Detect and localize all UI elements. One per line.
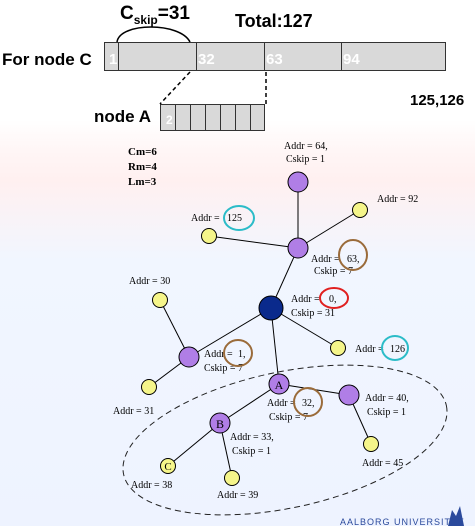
edge <box>167 422 221 467</box>
router-node-40 <box>338 384 360 406</box>
bar-divider-63 <box>264 43 265 70</box>
cskip-label-63: Cskip = 7 <box>314 266 353 277</box>
bar-divider-1 <box>118 43 119 70</box>
addr-value-125: 125 <box>227 213 242 224</box>
param-lm: Lm=3 <box>128 176 157 188</box>
bar-label-1: 1 <box>109 51 118 68</box>
end-device-node-30 <box>152 292 168 308</box>
addr-value-0: 0, <box>329 294 337 305</box>
a-cell-divider <box>175 105 176 130</box>
brown-ring-63 <box>338 239 368 271</box>
addr-prefix-1: Addr = <box>204 349 233 360</box>
bar-label-94: 94 <box>343 51 360 68</box>
end-device-node-39 <box>224 470 240 486</box>
addr-label-39: Addr = 39 <box>217 490 258 501</box>
end-device-node-125 <box>201 228 217 244</box>
end-device-node-c <box>160 458 176 474</box>
bar-label-63: 63 <box>266 51 283 68</box>
node-letter-a: A <box>275 378 284 392</box>
router-node-64 <box>287 171 309 193</box>
bar-divider-94 <box>341 43 342 70</box>
node-letter-c: C <box>164 461 171 473</box>
addr-value-32: 32, <box>302 398 315 409</box>
cskip-value: =31 <box>157 3 190 24</box>
edge <box>159 299 190 358</box>
addr-value-126: 126 <box>390 344 405 355</box>
edge <box>270 307 280 385</box>
edge <box>297 209 361 249</box>
addr-prefix-63: Addr = <box>311 254 340 265</box>
end-device-node-92 <box>352 202 368 218</box>
cskip-label-32: Cskip = 7 <box>269 412 308 423</box>
cluster-ellipse <box>122 364 448 516</box>
router-node-a <box>268 373 290 395</box>
coordinator-node <box>258 295 284 321</box>
router-node-63 <box>287 237 309 259</box>
cskip-label-33: Cskip = 1 <box>232 446 271 457</box>
addr-label-45: Addr = 45 <box>362 458 403 469</box>
address-bar-node-c: 1 32 63 94 <box>104 42 446 71</box>
teal-ring-126 <box>381 335 409 361</box>
edge <box>188 307 272 358</box>
addr-prefix-126: Addr = <box>355 344 384 355</box>
cskip-brace <box>116 26 191 43</box>
cskip-label-40: Cskip = 1 <box>367 407 406 418</box>
a-cell-divider <box>190 105 191 130</box>
addr-prefix-0: Addr = <box>291 294 320 305</box>
dashed-connector-left <box>159 71 191 105</box>
a-cell-divider <box>250 105 251 130</box>
cskip-main: C <box>120 3 134 24</box>
addr-prefix-32: Addr = <box>267 398 296 409</box>
a-cell-label: 2 <box>166 113 173 127</box>
node-a-label: node A <box>94 107 151 126</box>
router-node-b <box>209 412 231 434</box>
total-label: Total:127 <box>235 11 313 31</box>
node-letter-b: B <box>216 417 224 431</box>
aalborg-logo-icon <box>448 506 464 526</box>
param-rm: Rm=4 <box>128 161 157 173</box>
addr-label-31: Addr = 31 <box>113 406 154 417</box>
addr-prefix-125: Addr = <box>191 213 220 224</box>
addr-label-38: Addr = 38 <box>131 480 172 491</box>
address-bar-node-a: 2 <box>160 104 265 131</box>
a-cell-divider <box>205 105 206 130</box>
footer-university: AALBORG UNIVERSITET <box>340 517 465 526</box>
addr-value-63: 63, <box>347 254 360 265</box>
edge <box>270 307 339 349</box>
brown-ring-32 <box>293 387 323 417</box>
param-cm: Cm=6 <box>128 146 157 158</box>
red-ring-0 <box>319 287 349 309</box>
bar-label-32: 32 <box>198 51 215 68</box>
cskip-label-1: Cskip = 7 <box>204 363 243 374</box>
a-cell-divider <box>220 105 221 130</box>
end-device-node-31 <box>141 379 157 395</box>
for-node-c-label: For node C <box>2 50 92 69</box>
edge <box>219 383 280 424</box>
edge <box>208 235 299 249</box>
a-cell-divider <box>235 105 236 130</box>
bar-divider-32 <box>196 43 197 70</box>
end-device-node-45 <box>363 436 379 452</box>
addr-value-1: 1, <box>238 349 246 360</box>
addr-label-92: Addr = 92 <box>377 194 418 205</box>
teal-ring-125 <box>223 205 255 231</box>
cskip-title: Cskip=31 <box>120 3 190 27</box>
range-end-label: 125,126 <box>410 92 465 109</box>
end-device-node-126 <box>330 340 346 356</box>
cskip-label-0: Cskip = 31 <box>291 308 335 319</box>
cskip-sub: skip <box>133 12 158 27</box>
brown-ring-1 <box>223 339 253 367</box>
addr-label-30: Addr = 30 <box>129 276 170 287</box>
cskip-label-64: Cskip = 1 <box>286 154 325 165</box>
addr-label-33: Addr = 33, <box>230 432 274 443</box>
router-node-1 <box>178 346 200 368</box>
addr-label-64: Addr = 64, <box>284 141 328 152</box>
addr-label-40: Addr = 40, <box>365 393 409 404</box>
